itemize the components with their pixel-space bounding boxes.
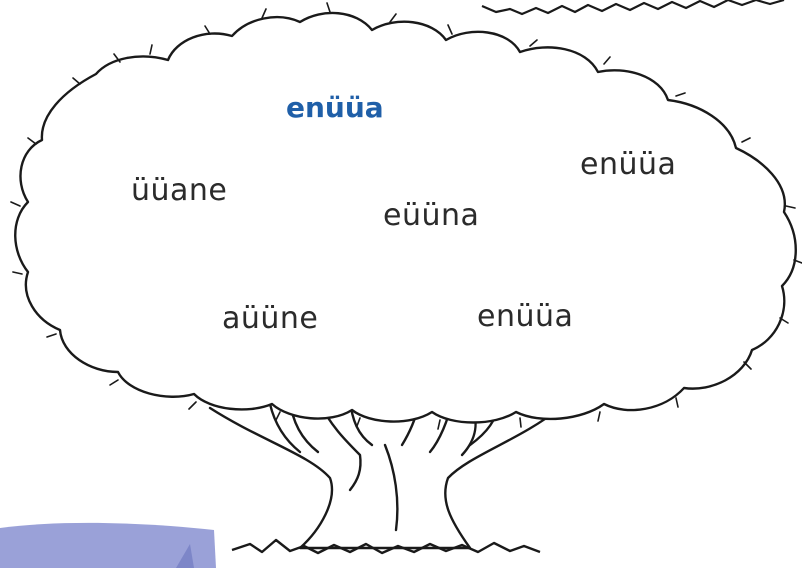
word-option-3[interactable]: eüüna: [383, 198, 480, 233]
word-option-5[interactable]: enüüa: [477, 299, 574, 334]
neighbour-canopy: [481, 0, 785, 16]
tree-canopy: [14, 11, 797, 424]
canopy-texture: [10, 2, 802, 430]
word-option-4[interactable]: aüüne: [222, 301, 319, 336]
word-option-1[interactable]: üüane: [131, 173, 228, 208]
info-panel: [0, 522, 216, 568]
target-word: enüüa: [286, 91, 384, 124]
word-option-2[interactable]: enüüa: [580, 147, 677, 182]
panel-fold: [176, 544, 194, 568]
grass-base: [231, 538, 541, 555]
